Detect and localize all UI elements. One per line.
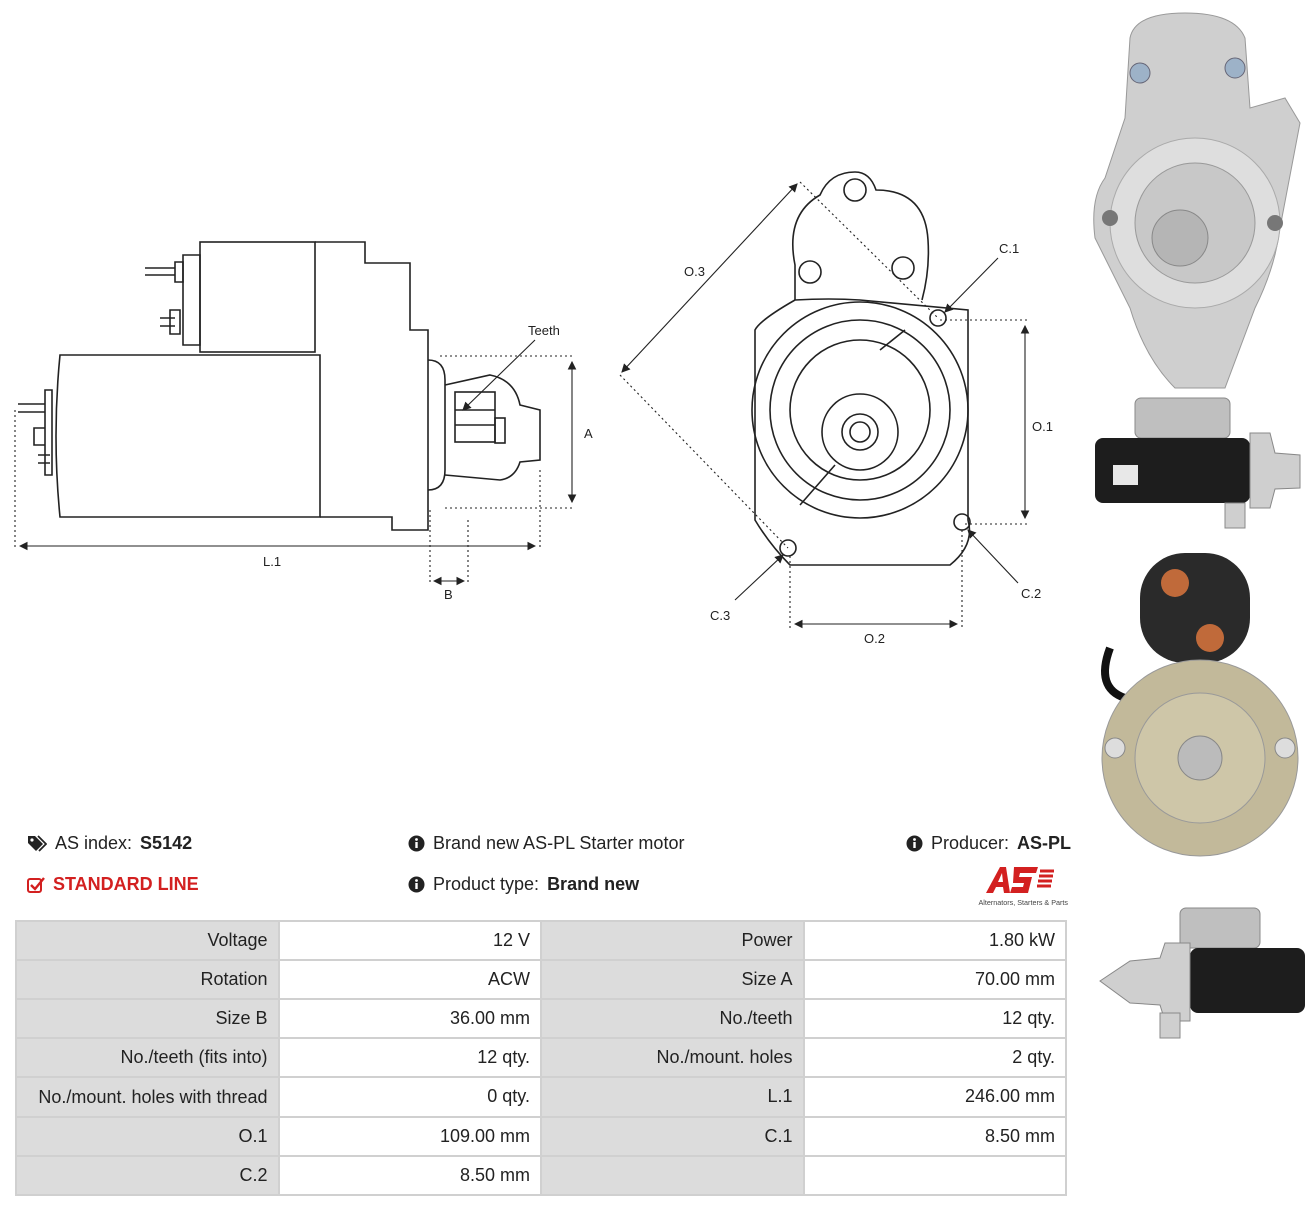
photo-side-view-1 bbox=[1095, 397, 1301, 529]
spec-label-cell: C.2 bbox=[15, 1155, 280, 1196]
technical-drawing: Teeth A L.1 B O.3 C.1 O.1 C.2 C.3 O.2 bbox=[0, 150, 1080, 650]
table-row: No./teeth (fits into)12 qty.No./mount. h… bbox=[15, 1037, 1068, 1078]
logo-tagline: Alternators, Starters & Parts bbox=[979, 898, 1069, 907]
spec-label-cell: Power bbox=[539, 920, 805, 961]
spec-value-cell: 0 qty. bbox=[277, 1076, 542, 1118]
spec-label-cell: No./mount. holes bbox=[539, 1037, 805, 1078]
photo-rear-view bbox=[1101, 553, 1299, 857]
standard-line-label: STANDARD LINE bbox=[53, 874, 199, 894]
check-square-icon bbox=[27, 876, 45, 893]
spec-value-cell bbox=[802, 1155, 1068, 1196]
as-index-value: S5142 bbox=[140, 833, 193, 853]
photo-side-view-2 bbox=[1099, 907, 1305, 1039]
front-view bbox=[751, 171, 971, 566]
info-circle-icon bbox=[408, 876, 425, 893]
as-logo-mark: Alternators, Starters & Parts bbox=[979, 867, 1069, 907]
label-c3: C.3 bbox=[710, 608, 730, 623]
label-o3: O.3 bbox=[684, 264, 705, 279]
info-circle-icon bbox=[408, 835, 425, 852]
spec-value-cell: 12 qty. bbox=[802, 998, 1068, 1039]
label-teeth: Teeth bbox=[528, 323, 560, 338]
tags-icon bbox=[28, 834, 47, 852]
product-info: AS index: S5142 STANDARD LINE Brand new … bbox=[0, 825, 1080, 915]
description-text: Brand new AS-PL Starter motor bbox=[433, 833, 685, 853]
spec-value-cell: 8.50 mm bbox=[802, 1116, 1068, 1157]
label-c2: C.2 bbox=[1021, 586, 1041, 601]
spec-value-cell: 12 V bbox=[277, 920, 542, 961]
label-b: B bbox=[444, 587, 453, 602]
spec-label-cell: Size A bbox=[539, 959, 805, 1000]
product-type-value: Brand new bbox=[547, 874, 640, 894]
front-dimensions bbox=[619, 181, 1030, 629]
side-dimensions bbox=[14, 339, 577, 586]
producer-label: Producer: bbox=[931, 833, 1010, 853]
as-index-label: AS index: bbox=[55, 833, 133, 853]
spec-label-cell: Size B bbox=[15, 998, 280, 1039]
spec-label-cell: No./teeth bbox=[539, 998, 805, 1039]
as-index-row: AS index: S5142 bbox=[27, 833, 192, 854]
label-o1: O.1 bbox=[1032, 419, 1053, 434]
label-a: A bbox=[584, 426, 593, 441]
spec-value-cell: 1.80 kW bbox=[802, 920, 1068, 961]
spec-label-cell: Rotation bbox=[15, 959, 280, 1000]
spec-label-cell: No./teeth (fits into) bbox=[15, 1037, 280, 1078]
producer-value: AS-PL bbox=[1017, 833, 1072, 853]
product-type-label: Product type: bbox=[433, 874, 540, 894]
label-c1: C.1 bbox=[999, 241, 1019, 256]
producer-row: Producer: AS-PL bbox=[906, 833, 1071, 854]
standard-line-row: STANDARD LINE bbox=[27, 874, 199, 895]
spec-value-cell: 8.50 mm bbox=[277, 1155, 542, 1196]
spec-value-cell: 109.00 mm bbox=[277, 1116, 542, 1157]
spec-label-cell: C.1 bbox=[539, 1116, 805, 1157]
starter-drawing-svg: Teeth A L.1 B O.3 C.1 O.1 C.2 C.3 O.2 bbox=[14, 171, 1053, 646]
side-view bbox=[18, 241, 541, 531]
spec-label-cell: L.1 bbox=[539, 1076, 805, 1118]
info-circle-icon bbox=[906, 835, 923, 852]
spec-value-cell: 70.00 mm bbox=[802, 959, 1068, 1000]
label-o2: O.2 bbox=[864, 631, 885, 646]
spec-label-cell bbox=[539, 1155, 805, 1196]
label-l1: L.1 bbox=[263, 554, 281, 569]
spec-label-cell: O.1 bbox=[15, 1116, 280, 1157]
photo-front-flange bbox=[1093, 12, 1301, 389]
spec-value-cell: 36.00 mm bbox=[277, 998, 542, 1039]
as-pl-logo: Alternators, Starters & Parts bbox=[966, 863, 1070, 909]
spec-label-cell: Voltage bbox=[15, 920, 280, 961]
spec-label-cell: No./mount. holes with thread bbox=[15, 1076, 280, 1118]
product-type-row: Product type: Brand new bbox=[408, 874, 639, 895]
spec-value-cell: 12 qty. bbox=[277, 1037, 542, 1078]
description-row: Brand new AS-PL Starter motor bbox=[408, 833, 684, 854]
spec-value-cell: 246.00 mm bbox=[802, 1076, 1068, 1118]
spec-value-cell: ACW bbox=[277, 959, 542, 1000]
spec-value-cell: 2 qty. bbox=[802, 1037, 1068, 1078]
